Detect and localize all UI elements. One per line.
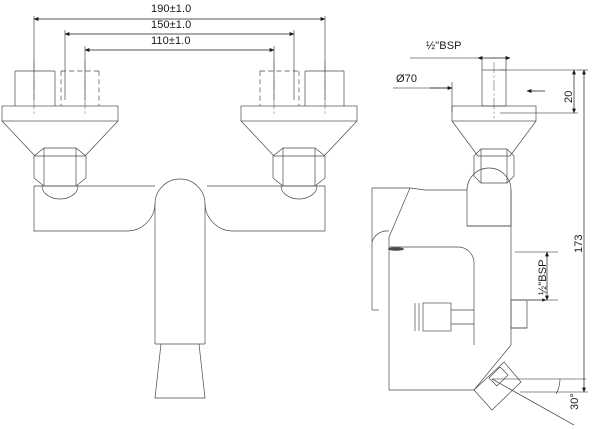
flange-diameter-label: Ø70: [396, 73, 418, 85]
dimension-label-150: 150±1.0: [151, 19, 192, 31]
overall-height-label: 173: [573, 234, 585, 253]
side-view-geometry: [371, 62, 537, 411]
inlet-thread-label: ½"BSP: [426, 40, 462, 52]
front-left-inlet-assembly: [1, 62, 119, 200]
dimension-group-side: [393, 56, 588, 426]
front-view-geometry: [1, 62, 358, 399]
front-right-inlet-assembly: [240, 62, 358, 200]
outlet-angle-label: 30°: [569, 393, 581, 410]
outlet-thread-label: ½"BSP: [537, 259, 549, 295]
dimension-label-110: 110±1.0: [151, 35, 191, 47]
flange-height-label: 20: [563, 90, 575, 103]
front-body-and-spout: [33, 178, 326, 399]
dimension-label-190: 190±1.0: [151, 3, 192, 15]
